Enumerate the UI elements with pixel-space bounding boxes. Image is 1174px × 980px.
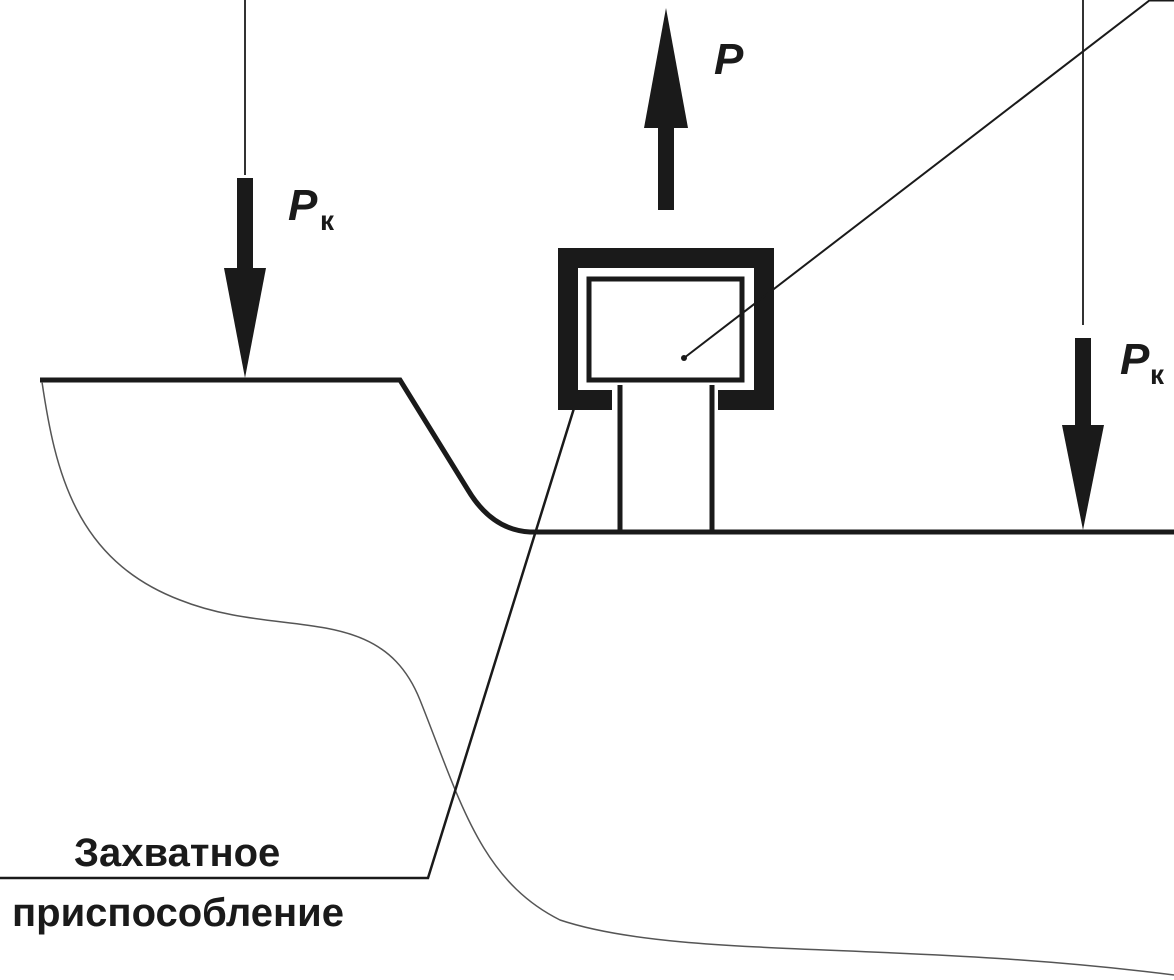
force-pk-right-label: P к	[1120, 335, 1165, 390]
force-pk-right-symbol: P	[1120, 335, 1150, 384]
stud-head	[586, 276, 745, 383]
force-p-arrow	[644, 8, 688, 210]
force-pk-left-label: P к	[288, 181, 335, 236]
specimen-surface-outline	[40, 377, 1174, 535]
section-break-curve	[41, 381, 1174, 976]
force-pk-left-arrow	[224, 178, 266, 378]
grip-device-outer-shell	[558, 248, 774, 410]
force-pk-left-symbol: P	[288, 181, 318, 230]
force-pk-right-arrow	[1062, 338, 1104, 530]
force-pk-right-subscript: к	[1150, 359, 1165, 390]
force-pk-left-subscript: к	[320, 205, 335, 236]
grip-caption-leader-line	[0, 404, 577, 880]
caption-line-2: приспособление	[12, 891, 344, 935]
force-p-label: P	[714, 35, 744, 84]
caption-line-1: Захватное	[74, 831, 280, 875]
stud-head-leader-line	[683, 0, 1151, 359]
stud-head-leader-dot	[681, 355, 687, 361]
